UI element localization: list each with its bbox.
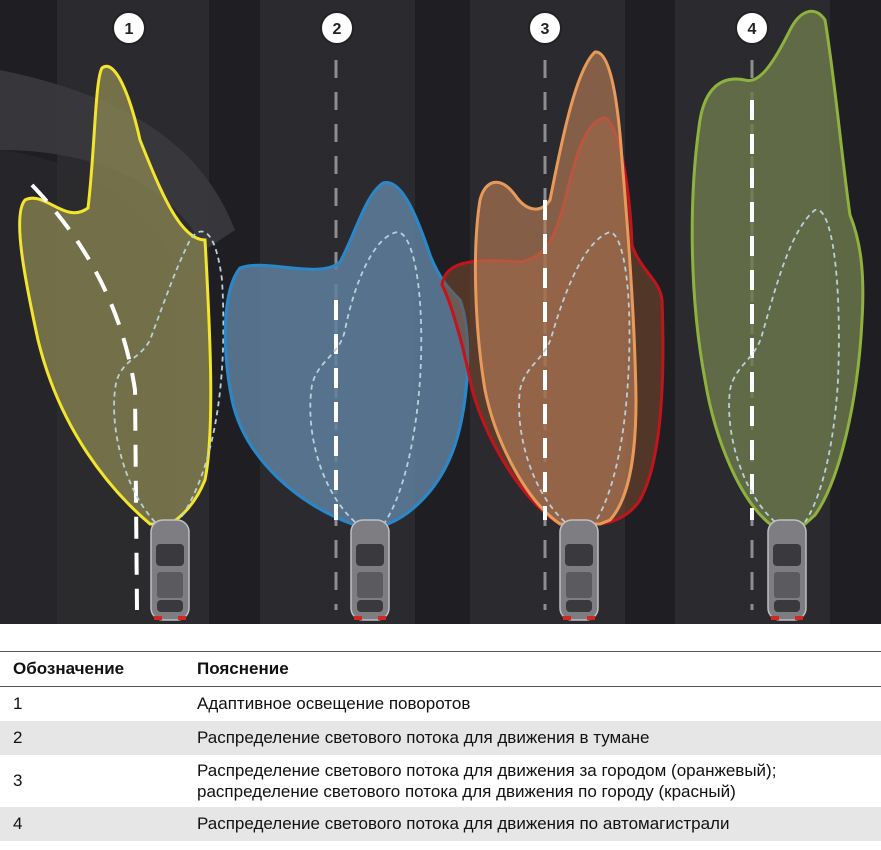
car-icon (559, 519, 599, 621)
table-row: 1 Адаптивное освещение поворотов (0, 687, 881, 721)
row-text-line: Распределение светового потока для движе… (197, 814, 730, 833)
row-text-line: Распределение светового потока для движе… (197, 760, 777, 780)
row-text: Распределение светового потока для движе… (197, 755, 881, 807)
car-icon (350, 519, 390, 621)
car-icon (767, 519, 807, 621)
legend-header-row: Обозначение Пояснение (0, 651, 881, 687)
table-row: 3 Распределение светового потока для дви… (0, 755, 881, 807)
marker-2: 2 (320, 11, 354, 45)
marker-label: 2 (333, 21, 342, 38)
adaptive-beam (18, 64, 213, 526)
marker-3: 3 (528, 11, 562, 45)
row-id: 4 (0, 806, 197, 841)
marker-label: 4 (748, 21, 757, 38)
low-beam-outline (113, 230, 225, 523)
marker-4: 4 (735, 11, 769, 45)
row-text: Распределение светового потока для движе… (197, 720, 881, 755)
table-row: 4 Распределение светового потока для дви… (0, 806, 881, 841)
marker-1: 1 (112, 11, 146, 45)
header-designation: Обозначение (0, 651, 197, 687)
row-id: 1 (13, 694, 23, 714)
fog-beam (223, 181, 470, 526)
headlight-diagram: 1 2 3 4 (0, 0, 881, 624)
row-text-line: Адаптивное освещение поворотов (197, 694, 471, 714)
marker-label: 1 (125, 21, 134, 38)
legend-table: Обозначение Пояснение 1 Адаптивное освещ… (0, 651, 881, 841)
row-id: 2 (0, 720, 197, 755)
table-row: 2 Распределение светового потока для дви… (0, 720, 881, 755)
low-beam-outline (518, 231, 631, 523)
motorway-beam (690, 9, 865, 526)
country-beam (473, 50, 638, 526)
row-text: Распределение светового потока для движе… (197, 806, 881, 841)
row-id: 3 (13, 771, 23, 790)
row-text-line: Распределение светового потока для движе… (197, 728, 650, 747)
row-text: Адаптивное освещение поворотов (197, 687, 881, 721)
row-text-line: распределение светового потока для движе… (197, 781, 736, 801)
car-icon (150, 519, 190, 621)
marker-label: 3 (541, 21, 550, 38)
header-explanation: Пояснение (197, 651, 881, 687)
